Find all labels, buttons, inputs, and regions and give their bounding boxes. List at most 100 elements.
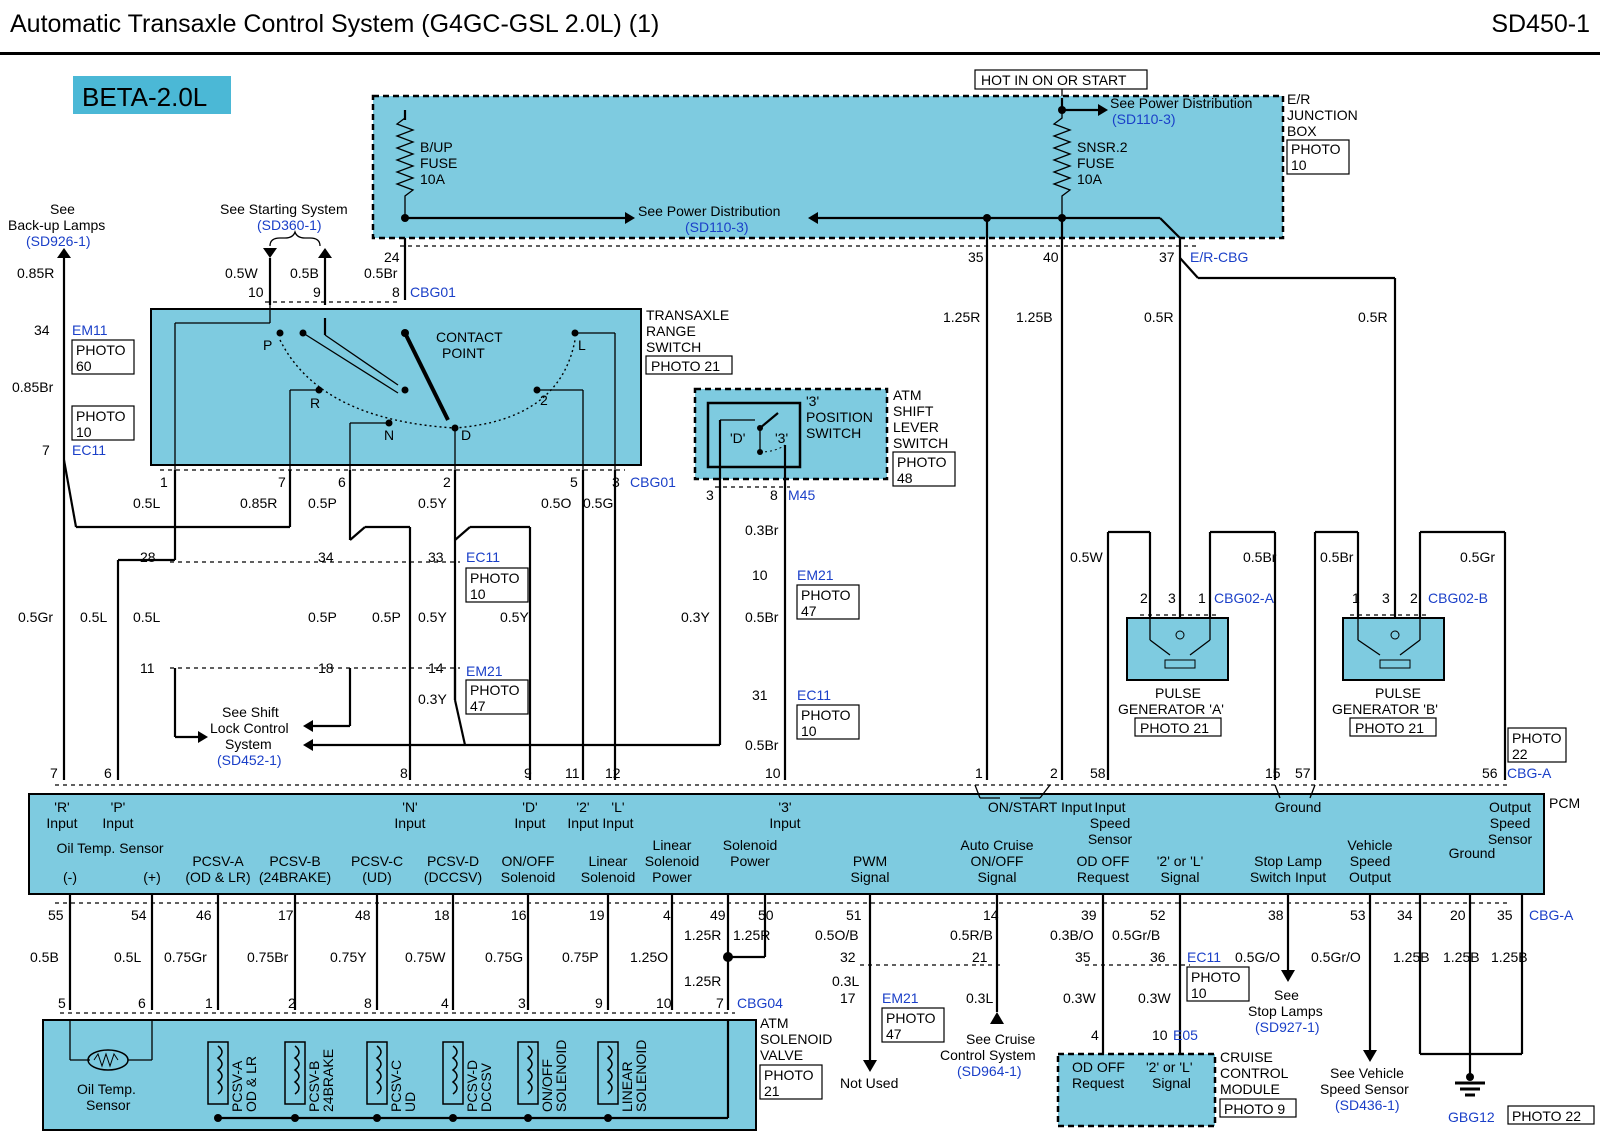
pcm-bottom-label-14: '2' or 'L' [1157, 853, 1204, 869]
pin-37: 37 [1159, 249, 1175, 265]
pcm-top-label-8: Speed [1090, 815, 1130, 831]
pcm-top-label-1: 'P' [111, 799, 126, 815]
pcm-bottom-label-9: Solenoid [645, 853, 700, 869]
wire-05grb: 0.5Gr/B [1112, 927, 1160, 943]
pcm-pin-2: 2 [1050, 765, 1058, 781]
wire-125b-b: 1.25B [1393, 949, 1430, 965]
wire-05br: 0.5Br [364, 265, 398, 281]
pulse-a-photo: PHOTO 21 [1140, 720, 1209, 736]
pcm-bottom-label-11: PWM [853, 853, 887, 869]
pos-d-label: 'D' [730, 430, 745, 446]
pcm-bottom-label-12: ON/OFF [971, 853, 1024, 869]
pcm-bottom-label-4: PCSV-B [269, 853, 320, 869]
trs-label-3: SWITCH [646, 339, 701, 355]
pin-11: 11 [140, 660, 155, 676]
pin-2-pb: 2 [1410, 590, 1418, 606]
photo47b-1: PHOTO [801, 587, 851, 603]
pos-l: L [578, 337, 586, 353]
trs-label-2: RANGE [646, 323, 696, 339]
photo47-1: PHOTO [470, 682, 520, 698]
pos-d: D [461, 427, 471, 443]
pos-3-label: '3' [775, 430, 788, 446]
engine-badge: BETA-2.0L [82, 82, 207, 112]
pcm-top-label-1: Input [102, 815, 133, 831]
photo10c-2: 10 [1191, 985, 1207, 1001]
vss-1: See Vehicle [1330, 1065, 1404, 1081]
wire-075y: 0.75Y [330, 949, 367, 965]
pcm-pin-56: 56 [1482, 765, 1498, 781]
see-power-mid: See Power Distribution [638, 203, 780, 219]
solenoid-coil-icon [207, 1041, 229, 1105]
cbga-connector-bottom: CBG-A [1529, 907, 1574, 923]
coil-winding-icon [293, 1045, 300, 1095]
pcm-bottom-label-6: (DCCSV) [424, 869, 482, 885]
cc-pin-10: 10 [1152, 1027, 1168, 1043]
wire-05y-b: 0.5Y [418, 609, 447, 625]
ec11-connector-4: EC11 [1187, 949, 1221, 965]
pin-7: 7 [278, 474, 286, 490]
pin-3-m45: 3 [706, 487, 714, 503]
photo47b-2: 47 [801, 603, 817, 619]
wire-05l-d: 0.5L [114, 949, 141, 965]
shift-lock-3: System [225, 736, 272, 752]
pcm-pin-48: 48 [355, 907, 371, 923]
pin-17: 17 [840, 990, 856, 1006]
cbg01-connector-bottom: CBG01 [630, 474, 676, 490]
pin-36: 36 [1150, 949, 1166, 965]
wire-05w-b: 0.5W [1070, 549, 1103, 565]
wire-05o: 0.5O [541, 495, 571, 511]
solenoid-coil-icon [597, 1041, 619, 1105]
bup-fuse-label-2: FUSE [420, 155, 457, 171]
sv-pin-3: 3 [518, 995, 526, 1011]
pcm-top-label-8: Input [1094, 799, 1125, 815]
pos-r: R [310, 395, 320, 411]
pcm-pin-39: 39 [1081, 907, 1097, 923]
em21-connector-3: EM21 [882, 990, 919, 1006]
photo48-1: PHOTO [897, 454, 947, 470]
wire-05gr-b: 0.5Gr [1460, 549, 1495, 565]
arrow-right-icon [1098, 104, 1108, 116]
sv-pin-5: 5 [58, 995, 66, 1011]
pin-14: 14 [428, 660, 444, 676]
pin-1: 1 [160, 474, 168, 490]
snsr2-fuse-label-2: FUSE [1077, 155, 1114, 171]
coil-winding-icon [375, 1045, 382, 1095]
pcm-pin-38: 38 [1268, 907, 1284, 923]
pcm-pin-16: 16 [511, 907, 527, 923]
stop-ref: (SD927-1) [1255, 1019, 1320, 1035]
cc-sig-2: Signal [1152, 1075, 1191, 1091]
pcm-bottom-label-0: Oil Temp. Sensor [56, 840, 163, 856]
em21-connector-1: EM21 [466, 663, 503, 679]
pcm-bottom-label-9: Power [652, 869, 692, 885]
contact-point-1: CONTACT [436, 329, 503, 345]
wire-05r-a: 0.5R [1144, 309, 1174, 325]
pcm-bottom-label-12: Signal [978, 869, 1017, 885]
arrow-left-icon [808, 212, 818, 224]
solenoid-coil-label-4: ON/OFF [539, 1059, 555, 1112]
wire-05l-b: 0.5L [80, 609, 107, 625]
pcm-pin-14: 14 [983, 907, 999, 923]
pcm-pin-12: 12 [605, 765, 621, 781]
pcm-bottom-label-14: Signal [1161, 869, 1200, 885]
see-power-top-ref: (SD110-3) [1112, 111, 1176, 127]
ec11-connector-1: EC11 [72, 442, 106, 458]
pcm-pin-35: 35 [1497, 907, 1513, 923]
cc-od-2: Request [1072, 1075, 1124, 1091]
starting-system-ref: (SD360-1) [257, 217, 322, 233]
pcm-bottom-label-7: ON/OFF [502, 853, 555, 869]
wire-05p-c: 0.5P [372, 609, 401, 625]
stop-see: See [1274, 987, 1299, 1003]
snsr2-fuse-icon [1052, 110, 1072, 218]
pcm-top-label-8: Sensor [1088, 831, 1133, 847]
pcm-pin-54: 54 [131, 907, 147, 923]
solenoid-coil-label-3: PCSV-D [464, 1060, 480, 1112]
wire-05y-a: 0.5Y [418, 495, 447, 511]
bup-fuse-icon [395, 110, 415, 218]
gbg12-connector: GBG12 [1448, 1109, 1495, 1125]
solenoid-coil-label-5: LINEAR [619, 1061, 635, 1112]
cc-label-2: CONTROL [1220, 1065, 1289, 1081]
wire-075gr: 0.75Gr [164, 949, 207, 965]
wire-05gr: 0.5Gr [18, 609, 53, 625]
photo47c-2: 47 [886, 1026, 902, 1042]
pcm-pin-49: 49 [710, 907, 726, 923]
